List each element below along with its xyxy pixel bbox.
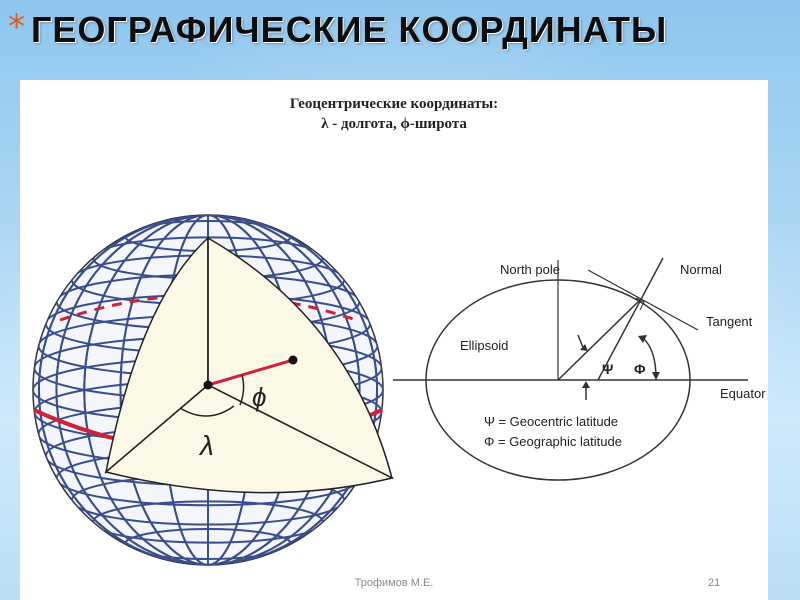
- globe-phi-label: ϕ: [252, 382, 266, 412]
- tangent-line: [587, 269, 699, 331]
- figure-caption-line2: λ - долгота, ϕ-широта: [321, 116, 467, 132]
- ellipsoid-label: Ellipsoid: [460, 338, 508, 353]
- globe-illustration: ϕ λ: [32, 214, 395, 566]
- globe-cutaway-wedge: [104, 236, 209, 474]
- normal-label: Normal: [680, 262, 722, 277]
- psi-lower-arrowhead: [582, 381, 590, 388]
- ellipsoid-diagram: North pole Normal Tangent Ellipsoid Equa…: [393, 257, 766, 481]
- equator-label: Equator: [720, 386, 766, 401]
- globe-parallel: [92, 500, 324, 544]
- title-row: * ГЕОГРАФИЧЕСКИЕ КООРДИНАТЫ: [8, 10, 667, 60]
- normal-line: [597, 257, 664, 381]
- figure-caption-line1: Геоцентрические координаты:: [289, 96, 499, 112]
- phi-arrowhead-top: [638, 335, 647, 343]
- latitude-radius: [207, 358, 294, 387]
- title-bullet: *: [8, 7, 25, 47]
- globe-cutaway-bottom: [104, 384, 395, 494]
- globe-meridian: [37, 215, 379, 565]
- lambda-arc: [179, 405, 235, 417]
- footer-author: Трофимов М.Е.: [354, 577, 434, 589]
- phi-arc: [239, 374, 245, 406]
- north-pole-label: North pole: [500, 262, 560, 277]
- globe-cutaway-wedge-right: [207, 236, 394, 480]
- phi-arrowhead-bottom: [652, 372, 660, 380]
- globe-lambda-label: λ: [198, 430, 214, 461]
- right-angle-mark: [635, 297, 645, 311]
- geocentric-line: [557, 299, 641, 381]
- globe-parallel: [123, 528, 293, 560]
- phi-symbol: Φ: [634, 361, 646, 377]
- tangent-label: Tangent: [706, 314, 753, 329]
- legend-phi: Φ = Geographic latitude: [484, 434, 622, 449]
- legend-psi: Ψ = Geocentric latitude: [484, 414, 618, 429]
- slide-title: ГЕОГРАФИЧЕСКИЕ КООРДИНАТЫ: [31, 9, 668, 50]
- globe-meridian: [55, 215, 361, 565]
- surface-point-dot: [288, 355, 298, 365]
- footer-page-number: 21: [708, 577, 721, 589]
- figure-panel: Геоцентрические координаты: λ - долгота,…: [20, 80, 768, 600]
- psi-arrowhead: [580, 344, 588, 351]
- globe-center-dot: [203, 380, 213, 390]
- psi-symbol: Ψ: [602, 361, 613, 377]
